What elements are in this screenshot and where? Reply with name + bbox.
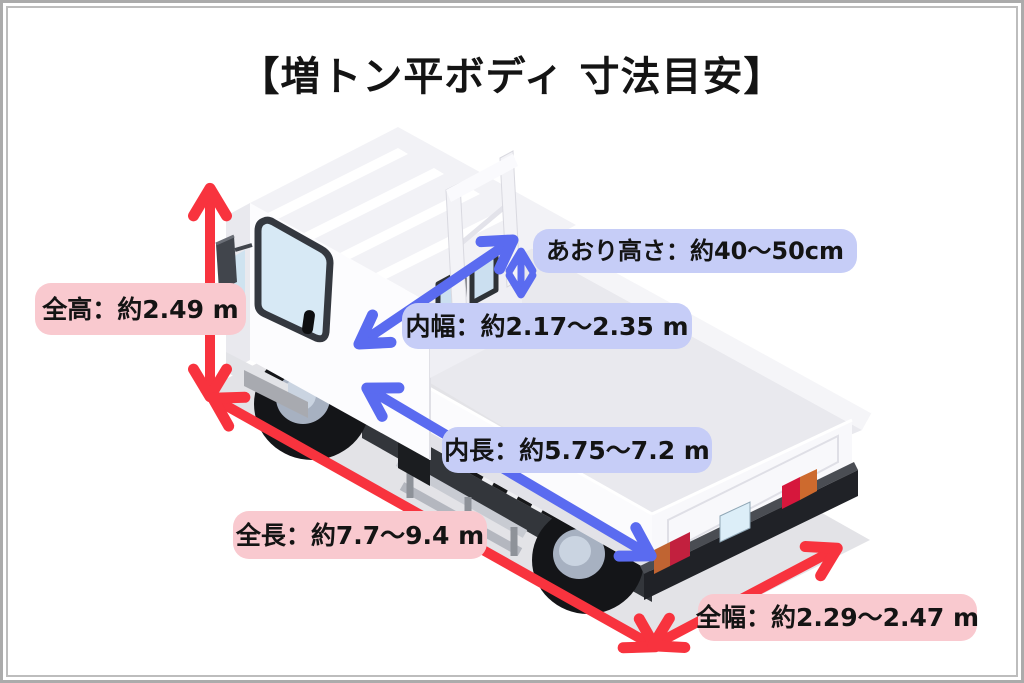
diagram-title: 【増トン平ボディ 寸法目安】 [239, 54, 785, 100]
guard-top-rail [446, 154, 518, 202]
door-handle [302, 310, 315, 335]
label-overall-length: 全長：約7.7〜9.4 m [233, 511, 487, 559]
rear-gate [652, 420, 852, 570]
arrow-inner-width [353, 234, 519, 350]
tail-light-right-orange [800, 469, 817, 500]
label-inner-width: 内幅：約2.17〜2.35 m [402, 303, 692, 349]
license-plate [719, 501, 751, 543]
label-overall-height: 全高：約2.49 m [35, 283, 246, 335]
label-inner-length: 内長：約5.75〜7.2 m [442, 427, 712, 473]
label-overall-width: 全幅：約2.29〜2.47 m [696, 594, 979, 641]
far-side-gate [524, 226, 872, 430]
tail-light-right-red [782, 477, 800, 509]
label-gate-height: あおり高さ：約40〜50cm [533, 229, 857, 273]
door-window [254, 216, 334, 343]
